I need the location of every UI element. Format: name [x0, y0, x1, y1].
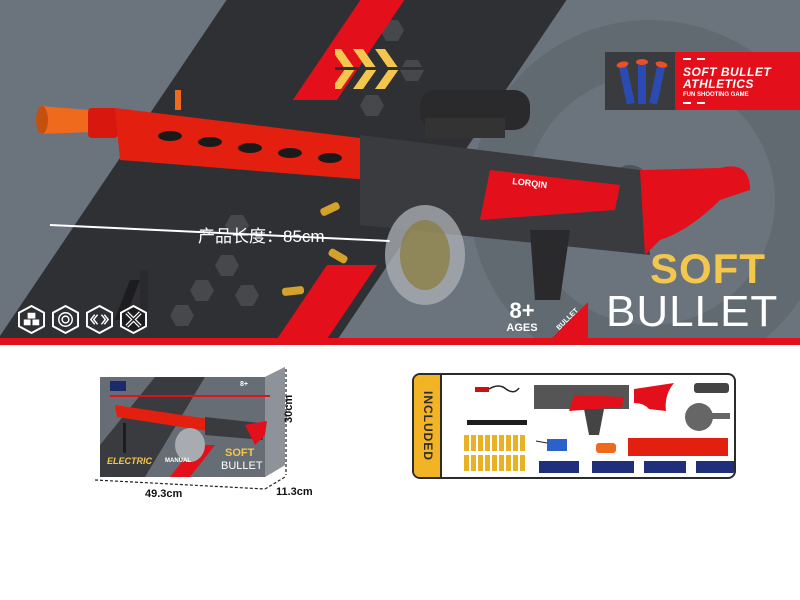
title-soft: SOFT — [650, 245, 766, 292]
battery-icon — [535, 439, 567, 451]
feature-icons — [18, 305, 147, 334]
included-panel: INCLUDED — [412, 373, 736, 479]
dash — [683, 102, 691, 104]
box-bullet-label: BULLET — [221, 460, 263, 472]
box-manual-label: MANUAL — [165, 458, 191, 464]
box-height-label: 30cm — [283, 394, 295, 423]
dash — [697, 102, 705, 104]
brand-title-line1: SOFT BULLET — [683, 65, 772, 79]
foam-darts-icon — [612, 56, 672, 106]
red-barrel-icon — [628, 438, 728, 456]
hex-decoration — [360, 95, 384, 116]
dash — [683, 58, 691, 60]
title-bullet: BULLET — [606, 287, 779, 336]
box-width-label: 49.3cm — [145, 488, 183, 500]
hero-bottom-bar — [0, 338, 800, 345]
muzzle-icon — [596, 443, 616, 453]
cross-hex-icon — [120, 305, 147, 334]
red-stock-icon — [634, 383, 674, 411]
box-soft-label: SOFT — [225, 447, 255, 459]
included-label: INCLUDED — [421, 391, 435, 461]
brand-title-line2: ATHLETICS — [683, 77, 754, 91]
included-items — [464, 383, 734, 473]
sound-wave-hex-icon — [86, 305, 113, 334]
usb-cable-icon — [475, 385, 520, 393]
box-depth-label: 11.3cm — [276, 486, 313, 498]
hex-decoration — [400, 60, 424, 81]
brand-subtitle: FUN SHOOTING GAME — [683, 92, 749, 98]
svg-text:LORQIN: LORQIN — [512, 176, 548, 190]
cubes-hex-icon — [18, 305, 45, 334]
hex-decoration — [215, 255, 239, 276]
scope-icon — [694, 383, 729, 393]
package-box: ELECTRIC MANUAL SOFT BULLET 8+ 49.3cm 30… — [95, 365, 330, 500]
chevron-arrows-icon — [331, 45, 425, 95]
product-length-label: 产品长度：85cm — [198, 227, 325, 246]
box-age-label: 8+ — [240, 381, 248, 388]
gun-body-icon — [534, 385, 629, 435]
circles-hex-icon — [52, 305, 79, 334]
darts-icon — [539, 461, 734, 473]
drum-magazine-icon — [685, 403, 730, 431]
dimension-lines — [95, 369, 287, 490]
included-tab: INCLUDED — [414, 375, 442, 477]
hex-decoration — [190, 280, 214, 301]
strap-icon — [467, 420, 527, 425]
hex-decoration — [170, 305, 194, 326]
box-electric-label: ELECTRIC — [107, 456, 152, 466]
hex-decoration — [235, 285, 259, 306]
hero-banner: SOFT BULLET ATHLETICS FUN SHOOTING GAME … — [0, 0, 800, 345]
age-number: 8+ — [509, 298, 535, 323]
dash — [697, 58, 705, 60]
hex-decoration — [225, 215, 249, 236]
toy-machine-gun-image: LORQIN — [36, 90, 750, 320]
brand-badge-text: SOFT BULLET ATHLETICS FUN SHOOTING GAME — [675, 52, 800, 110]
shells-icon — [464, 435, 525, 471]
age-label: AGES — [506, 322, 538, 334]
package-box-image — [100, 367, 285, 477]
age-badge: 8+ AGES BULLET — [492, 300, 592, 338]
